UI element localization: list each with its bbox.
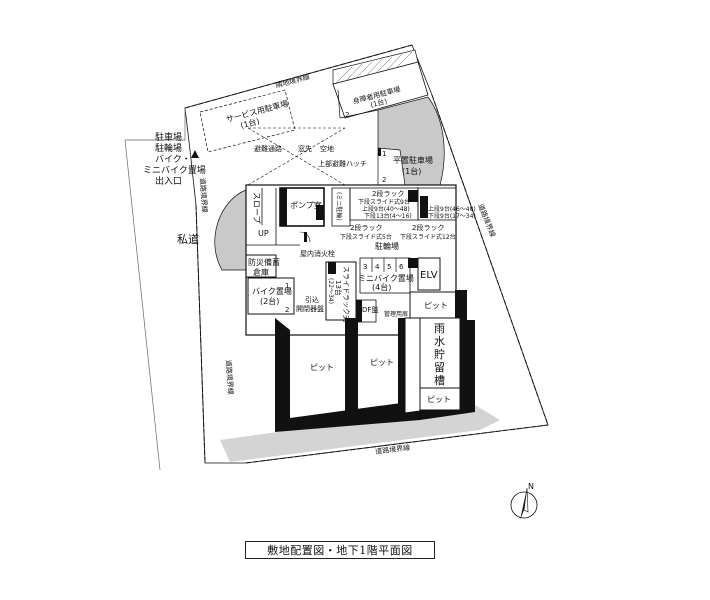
pull-in-2: 開閉器盤 bbox=[296, 304, 324, 313]
open-space-prefix: 窓先 bbox=[298, 144, 312, 153]
bike-num-2: 2 bbox=[285, 306, 289, 314]
entrance-line-4: ミニバイク置場 bbox=[143, 164, 206, 176]
rain-tank-5: 槽 bbox=[434, 374, 445, 387]
lower-slide-9: 下段スライド式9台 bbox=[358, 198, 410, 206]
north-arrow-icon: N bbox=[510, 482, 538, 520]
service-parking-count: (1台) bbox=[239, 116, 260, 131]
road-boundary-left-label: 道路境界線 bbox=[198, 178, 209, 214]
num-2-flat: 2 bbox=[382, 176, 386, 184]
pump-room-label: ポンプ室 bbox=[290, 200, 322, 210]
north-boundary-label: 隣地境界線 bbox=[274, 72, 310, 90]
private-road-label: 私道 bbox=[177, 232, 199, 246]
road-boundary-right-label: 道路境界線 bbox=[476, 202, 497, 238]
accessible-parking-count: (1台) bbox=[369, 96, 388, 109]
bike-num-1: 1 bbox=[285, 282, 289, 290]
rain-tank-2: 水 bbox=[434, 335, 445, 348]
minibike-num-5: 5 bbox=[387, 263, 391, 271]
landscape-areas bbox=[214, 96, 500, 462]
open-space-label: 空地 bbox=[320, 144, 334, 153]
slide-rack-range: (22〜34) bbox=[327, 278, 334, 304]
num-2-accessible: 2 bbox=[345, 111, 349, 119]
pit-label-left: ピット bbox=[310, 363, 334, 372]
flat-parking-count: (1台) bbox=[402, 166, 421, 176]
lower-slide-5: 下段スライド式5台 bbox=[340, 233, 392, 241]
private-road-area bbox=[124, 108, 186, 471]
disaster-storage-1: 防災備蓄 bbox=[248, 257, 280, 267]
up-label: UP bbox=[258, 229, 269, 238]
elv-label: ELV bbox=[420, 270, 438, 281]
rain-tank-1: 雨 bbox=[434, 322, 445, 335]
slope-label: スロープ bbox=[252, 192, 261, 224]
lower-range-b: 下段9台(17〜34) bbox=[428, 212, 476, 220]
slide-rack-vertical: スライドラック式 bbox=[342, 266, 351, 322]
pit-label-middle: ピット bbox=[370, 358, 394, 367]
upper-range-b: 上段9台(46〜48) bbox=[428, 205, 476, 213]
lower-range-a: 下段13台(4〜16) bbox=[364, 212, 412, 220]
pit-label-small: ピット bbox=[427, 395, 451, 404]
minibike-parking-label: ミニバイク置場 bbox=[358, 273, 414, 283]
minibike-num-3: 3 bbox=[363, 263, 367, 271]
pit-label-top: ピット bbox=[424, 301, 448, 310]
entrance-arrow-icon bbox=[191, 150, 199, 158]
hydrant-label: 屋内消火栓 bbox=[300, 249, 335, 258]
entrance-line-1: 駐車場 bbox=[155, 131, 182, 143]
num-1-flat: 1 bbox=[382, 150, 386, 158]
north-label: N bbox=[528, 482, 534, 491]
upper-range-a: 上段9台(40〜48) bbox=[362, 205, 410, 213]
road-boundary-bottom-label: 道路境界線 bbox=[375, 443, 411, 456]
ladder-rack-c: 2段ラック bbox=[412, 223, 444, 232]
bicycle-parking-label: 駐輪場 bbox=[375, 241, 399, 251]
mdf-label: MDF盤 bbox=[356, 305, 378, 314]
ladder-rack-b: 2段ラック bbox=[350, 223, 382, 232]
evacuation-path-label: 避難通路 bbox=[254, 144, 282, 153]
minibike-num-6: 6 bbox=[399, 263, 404, 271]
vertical-note-label: (ミニ駐輪) bbox=[335, 192, 343, 221]
flat-parking-label: 平置駐車場 bbox=[393, 155, 433, 165]
road-boundary-left2-label: 道路境界線 bbox=[224, 360, 235, 396]
disaster-storage-2: 倉庫 bbox=[253, 267, 269, 277]
plan-caption: 敷地配置図・地下1階平面図 bbox=[245, 541, 435, 559]
hatch-label: 上部避難ハッチ bbox=[318, 159, 367, 168]
entrance-line-3: バイク・ bbox=[155, 154, 191, 165]
minibike-num-4: 4 bbox=[375, 263, 380, 271]
rain-tank-4: 留 bbox=[434, 361, 445, 374]
bike-count: (2台) bbox=[260, 296, 279, 306]
slide-rack-count: 13台 bbox=[334, 280, 343, 296]
lower-slide-12: 下段スライド式12台 bbox=[400, 233, 456, 241]
entrance-line-2: 駐輪場 bbox=[155, 142, 182, 154]
management-label: 管理用扉 bbox=[384, 310, 408, 318]
building-outline bbox=[245, 148, 475, 432]
ladder-rack-a: 2段ラック bbox=[372, 189, 404, 198]
rain-tank-3: 貯 bbox=[434, 348, 445, 361]
entrance-line-5: 出入口 bbox=[155, 175, 182, 187]
minibike-count: (4台) bbox=[372, 282, 391, 292]
site-boundary bbox=[184, 44, 549, 464]
bike-parking-label: バイク置場 bbox=[252, 286, 292, 296]
pull-in-1: 引込 bbox=[305, 295, 319, 304]
